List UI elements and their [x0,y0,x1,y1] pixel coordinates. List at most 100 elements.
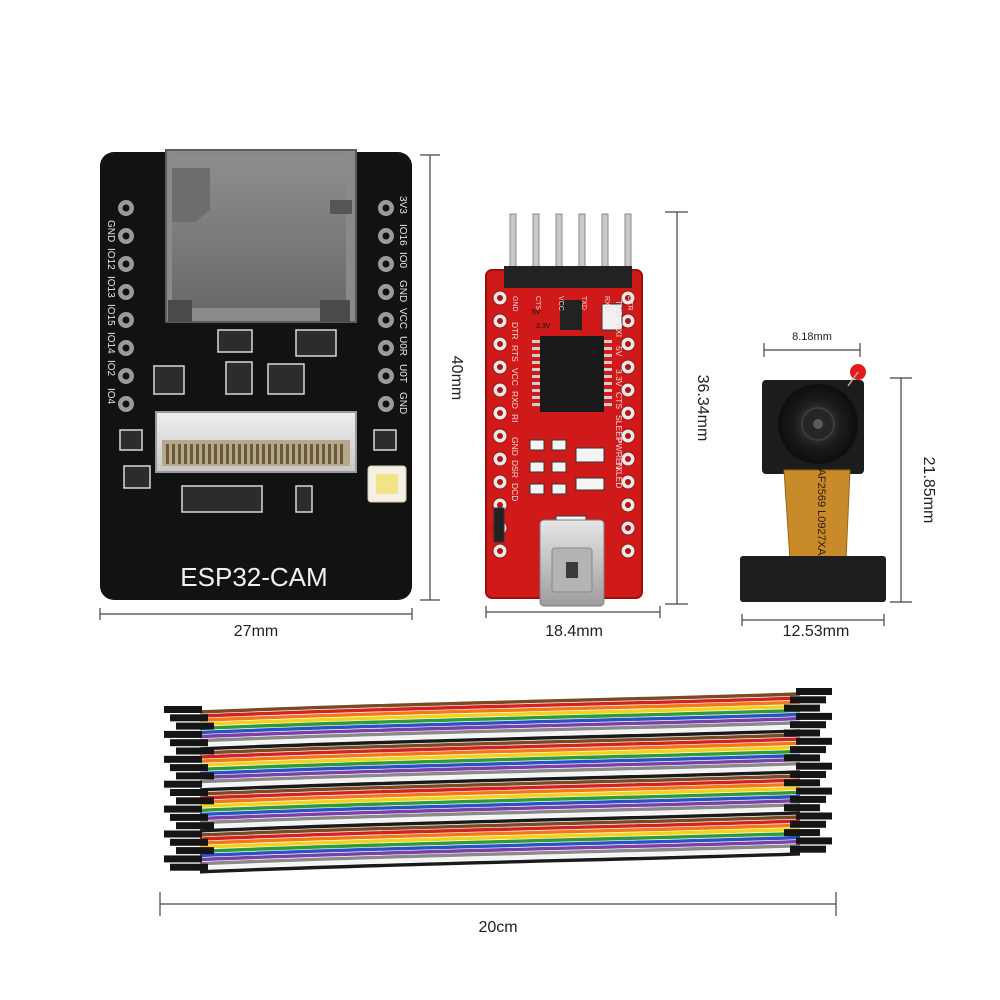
jumper-wire [199,721,801,743]
wire-length-label: 20cm [478,919,517,936]
dupont-connector [170,838,208,846]
camera-flex-connector [740,556,886,602]
jumper-wire [199,725,801,747]
esp32-left-pin-label: GND [105,220,116,242]
jumper-wire [199,782,801,804]
header-pin [601,213,609,271]
dupont-connector [164,706,202,713]
camera-module: AF2569 L0927XA [740,364,886,602]
dupont-connector [790,746,826,754]
ftdi-header-housing [504,266,632,288]
dupont-connector [170,714,208,722]
dupont-connector [796,837,832,845]
dupont-connector [784,729,820,737]
camera-lens-label: 8.18mm [792,331,832,343]
jumper-wire [199,708,801,731]
jumper-wire [199,815,801,837]
jumper-wire [199,753,801,776]
ftdi-right-pin-label: PWREN [614,438,624,470]
jumper-wire [199,716,801,739]
esp32-left-header [118,200,134,412]
ftdi-top-pin-label: VCC [557,296,564,311]
dupont-connector [176,822,214,830]
esp32-left-pin-label: IO4 [105,388,116,405]
dupont-connector [784,754,820,762]
jumper-wire-bundle [164,688,832,874]
ftdi-top-pin-label: DTR [626,296,633,310]
ftdi-height-label: 36.34mm [694,375,711,442]
dupont-connector [176,722,214,730]
jumper-wire [199,778,801,800]
dupont-connector [176,772,214,780]
jumper-wire [199,844,801,866]
jumper-wire [199,696,801,718]
ftdi-left-pin-label: DCD [510,483,520,501]
ftdi-led [601,303,623,331]
ftdi-right-pin-label: SLEEP [614,415,624,443]
ftdi-dimensions [485,211,688,618]
esp32-height-label: 40mm [448,356,465,400]
esp32-right-pin-label: IO16 [397,224,408,246]
ftdi-left-pin-label: DSR [510,460,520,478]
camera-height-label: 21.85mm [920,457,937,524]
jumper-wire [199,803,801,825]
ft232-chip [540,336,604,412]
jumper-wire [199,712,801,735]
jumper-wire [199,741,801,763]
dupont-connector [170,789,208,796]
dupont-connector [164,755,202,763]
esp32-left-pin-label: IO13 [105,276,116,298]
dupont-connector [164,730,202,738]
jumper-wire [199,704,801,726]
ftdi-left-pin-label: DTR [510,322,520,339]
jumper-wire [199,811,801,833]
jumper-wire [199,839,801,862]
esp32-right-pin-label: GND [397,280,408,302]
camera-flex-text: AF2569 L0927XA [815,469,827,557]
dupont-connector [796,737,832,745]
jumper-wire [199,733,801,755]
esp32-width-label: 27mm [234,623,278,640]
dupont-connector [176,797,214,805]
dupont-connector [164,855,202,863]
dupont-connector [790,820,826,828]
camera-width-label: 12.53mm [783,623,850,640]
jumper-wire [199,852,801,874]
dupont-connector [784,704,820,712]
dupont-connector [176,847,214,855]
esp32-right-pin-label: 3V3 [397,196,408,214]
jumper-wire [199,831,801,854]
jumper-label: 3.3V [536,323,551,330]
dupont-connector [784,779,820,787]
jumper-label: 5V [532,309,541,316]
jumper-wire [199,807,801,829]
jumper-wire [199,745,801,767]
esp32-right-pin-label: VCC [397,308,408,329]
ftdi-right-pin-label: 3.3V [614,369,624,387]
jumper-wire [199,766,801,788]
esp32-right-pin-label: GND [397,392,408,414]
dupont-connector [790,771,826,778]
jumper-wire [199,700,801,722]
esp32-right-header [378,200,394,412]
sd-card-slot [165,149,357,323]
header-pin [555,213,563,271]
camera-fpc-connector [155,411,357,473]
ftdi-right-pin-label: 5V [614,346,624,357]
header-pin [509,213,517,271]
ftdi-left-pin-label: RI [510,414,520,423]
esp32-dimensions [99,154,440,620]
wire-connectors-right [784,688,832,853]
jumper-wire [199,848,801,870]
jumper-wire [199,757,801,780]
ftdi-top-pin-label: GND [511,296,518,312]
dupont-connector [164,780,202,788]
dupont-connector [170,863,208,871]
ftdi-right-pin-label: RXI [614,323,624,337]
wire-connectors-left [164,706,214,871]
esp32-right-pin-label: U0T [397,364,408,383]
jumper-wire [199,823,801,845]
esp32-left-pin-label: IO2 [105,360,116,377]
jumper-wire [199,819,801,841]
